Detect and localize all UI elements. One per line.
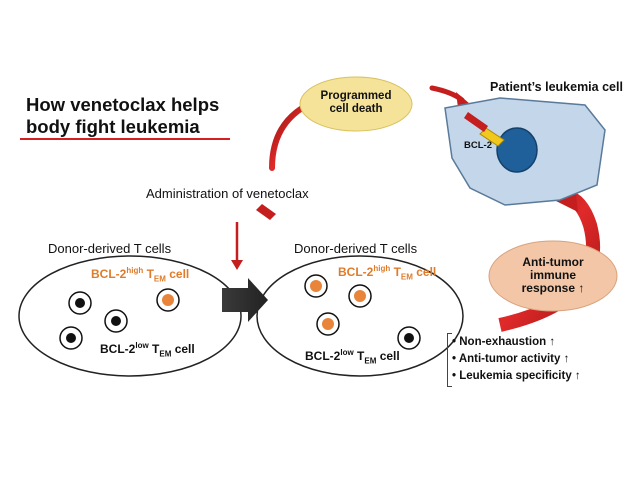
left-bcl2-high-label: BCL-2high TEM cell: [91, 266, 189, 283]
label-part: BCL-2: [338, 265, 374, 279]
leukemia-cell-nucleus: [496, 127, 538, 173]
bullet-bracket: [447, 333, 452, 387]
label-part: cell: [165, 267, 190, 281]
label-sub: EM: [400, 272, 413, 282]
label-sup: high: [373, 264, 391, 273]
venetoclax-drug-shape: [479, 127, 505, 147]
transition-arrow: [222, 278, 268, 322]
right-panel-cells: [304, 274, 421, 350]
bullet-text: Leukemia specificity ↑: [459, 370, 581, 382]
right-tcell-panel: [256, 255, 464, 377]
bullet-marker: •: [452, 353, 457, 365]
anti-tumor-text: Anti-tumor immune response ↑: [505, 256, 601, 295]
label-part: BCL-2: [305, 349, 341, 363]
right-panel-title: Donor-derived T cells: [294, 241, 418, 256]
effects-bullet-list: • Non-exhaustion ↑ • Anti-tumor activity…: [452, 334, 581, 385]
programmed-death-bubble: [299, 76, 413, 132]
label-sub: EM: [364, 356, 377, 366]
bullet-item: • Non-exhaustion ↑: [452, 334, 581, 351]
tcell-high-nucleus: [322, 318, 334, 330]
page-title-line-1: How venetoclax helps: [26, 94, 220, 115]
programmed-death-line-1: Programmed: [320, 90, 392, 102]
label-part: T: [148, 342, 160, 356]
bullet-marker: •: [452, 370, 457, 382]
tcell-low-nucleus: [66, 333, 76, 343]
label-part: BCL-2: [91, 267, 127, 281]
label-part: BCL-2: [100, 342, 136, 356]
tcell-low-nucleus: [404, 333, 414, 343]
title-underline: [20, 138, 230, 140]
label-sup: low: [135, 341, 149, 350]
right-bcl2-low-label: BCL-2low TEM cell: [305, 348, 400, 365]
label-part: T: [390, 265, 401, 279]
programmed-death-line-2: cell death: [329, 103, 383, 115]
bullet-marker: •: [452, 336, 457, 348]
label-sub: EM: [159, 349, 172, 359]
programmed-death-text: Programmed cell death: [312, 90, 400, 116]
label-part: T: [143, 267, 154, 281]
tcell-low-nucleus: [75, 298, 85, 308]
tcell-high-nucleus: [354, 290, 366, 302]
bullet-item: • Leukemia specificity ↑: [452, 368, 581, 385]
label-part: cell: [412, 265, 437, 279]
anti-tumor-line-2: immune: [529, 268, 576, 282]
label-part: cell: [171, 342, 195, 356]
administration-label: Administration of venetoclax: [146, 186, 309, 201]
left-tcell-panel: [18, 255, 242, 377]
bullet-text: Anti-tumor activity ↑: [458, 353, 570, 365]
tcell-high-nucleus: [310, 280, 322, 292]
patient-cell-label: Patient’s leukemia cell: [490, 80, 623, 94]
anti-tumor-bubble: [488, 240, 618, 312]
label-sup: low: [340, 348, 354, 357]
right-bcl2-high-label: BCL-2high TEM cell: [338, 264, 436, 281]
red-drug-arrow: [464, 112, 488, 132]
label-sup: high: [126, 266, 144, 275]
bullet-item: • Anti-tumor activity ↑: [452, 351, 581, 368]
label-sub: EM: [153, 274, 166, 284]
anti-tumor-line-1: Anti-tumor: [522, 255, 584, 269]
bcl2-label: BCL-2: [464, 140, 492, 151]
label-part: T: [353, 349, 365, 363]
left-panel-title: Donor-derived T cells: [48, 241, 172, 256]
tcell-low-nucleus: [111, 316, 121, 326]
tcell-high-nucleus: [162, 294, 174, 306]
administration-down-arrow-head: [231, 260, 243, 270]
page-title-line-2: body fight leukemia: [26, 116, 200, 137]
administration-small-arrow: [256, 204, 276, 220]
label-part: cell: [376, 349, 400, 363]
anti-tumor-line-3: response ↑: [521, 281, 585, 295]
left-panel-cells: [59, 288, 180, 350]
bullet-text: Non-exhaustion ↑: [459, 336, 556, 348]
left-bcl2-low-label: BCL-2low TEM cell: [100, 341, 195, 358]
